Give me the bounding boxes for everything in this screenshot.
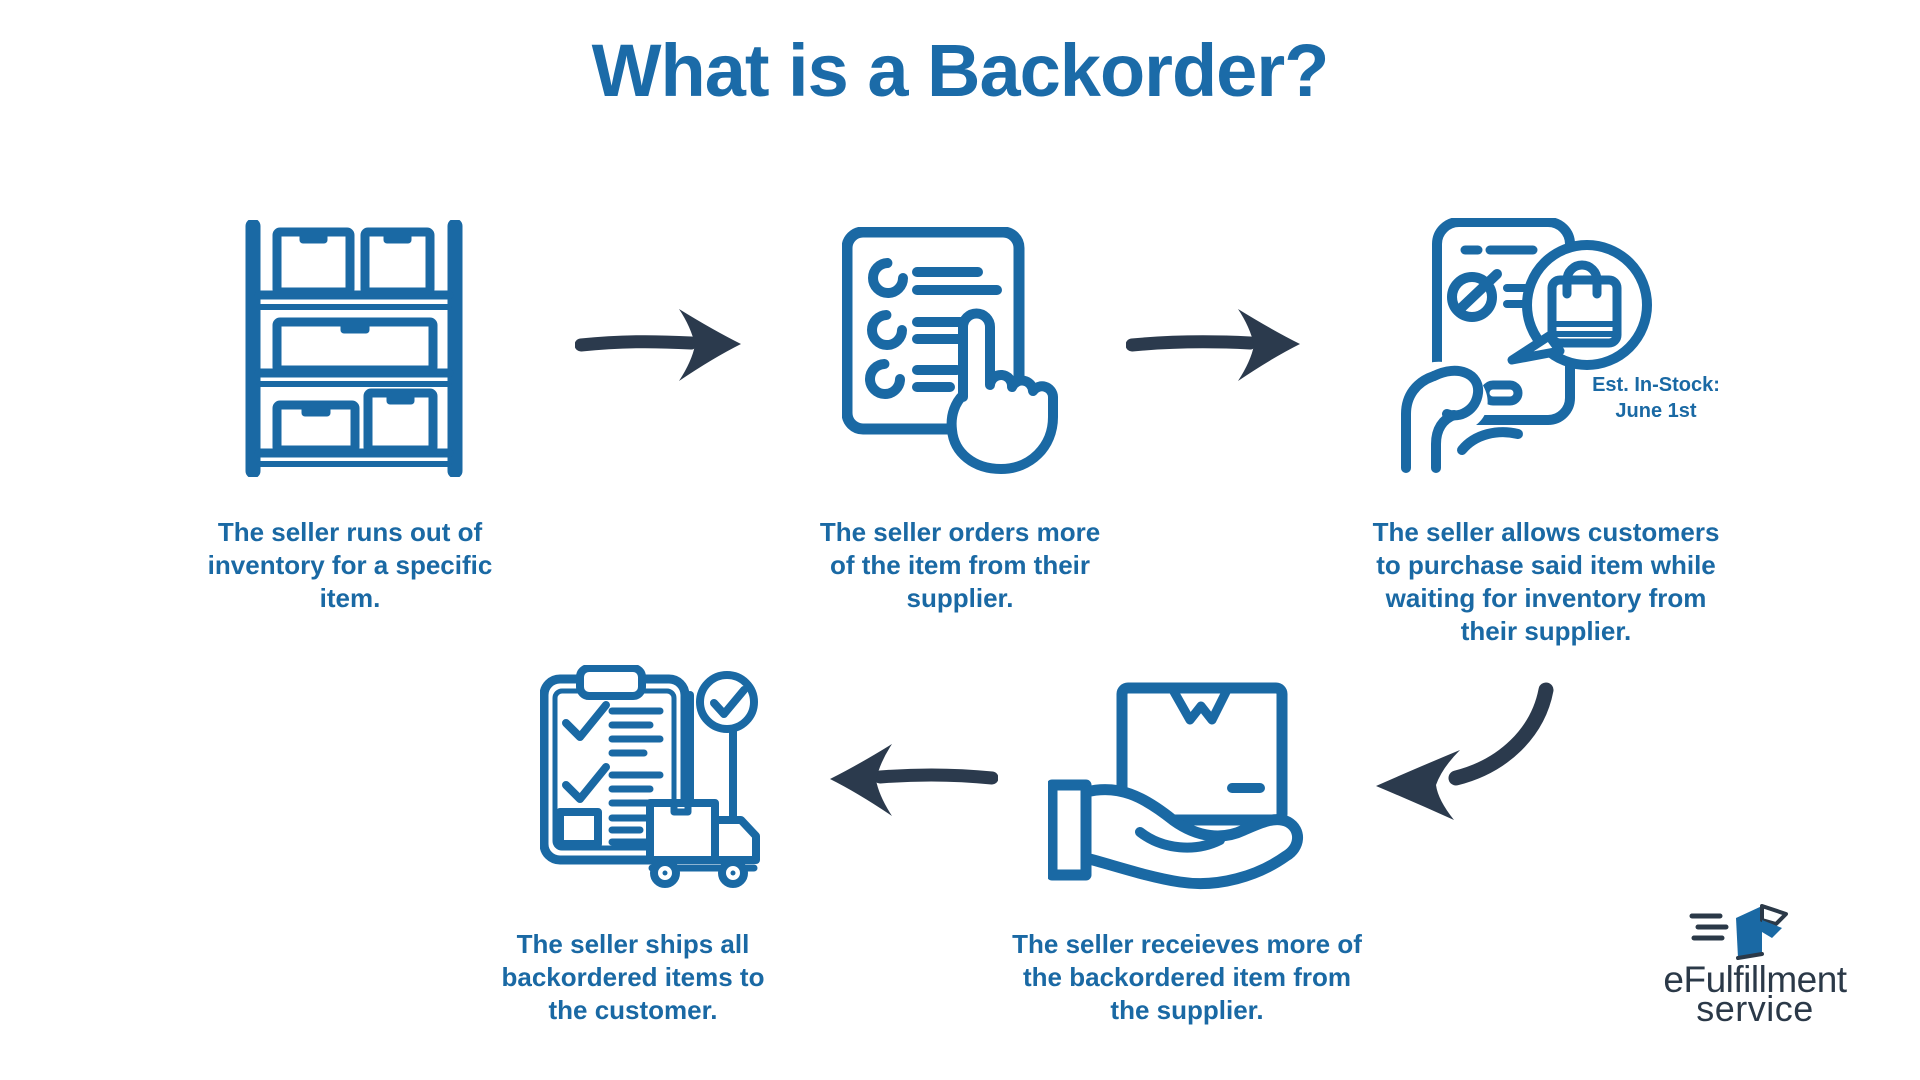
efulfillment-logo-text: eFulfillment service xyxy=(1625,959,1885,1029)
logo-name: eFulfillment xyxy=(1663,959,1847,1000)
warehouse-shelf-icon xyxy=(245,220,463,477)
order-list-icon xyxy=(842,227,1058,474)
arrow-right-icon xyxy=(575,309,741,381)
step-caption-out-of-stock: The seller runs out of inventory for a s… xyxy=(207,517,493,613)
arrow-curved-down-left-icon xyxy=(1376,682,1554,820)
est-in-stock-annotation: Est. In-Stock: June 1st xyxy=(1592,374,1720,422)
step-caption-order-more: The seller orders more of the item from … xyxy=(819,517,1101,613)
arrow-left-icon xyxy=(830,744,998,816)
checklist-truck-icon xyxy=(540,665,760,888)
phone-backorder-icon xyxy=(1401,218,1652,473)
logo-subname: service xyxy=(1696,988,1814,1029)
page-title: What is a Backorder? xyxy=(591,29,1330,112)
step-caption-receive-stock: The seller receieves more of the backord… xyxy=(1012,929,1362,1025)
arrow-right-icon xyxy=(1126,309,1300,381)
hand-box-icon xyxy=(1048,682,1303,890)
efulfillment-logo-icon xyxy=(1689,904,1788,960)
step-caption-ship-backorders: The seller ships all backordered items t… xyxy=(501,929,765,1025)
step-caption-allow-purchase: The seller allows customers to purchase … xyxy=(1372,517,1720,646)
